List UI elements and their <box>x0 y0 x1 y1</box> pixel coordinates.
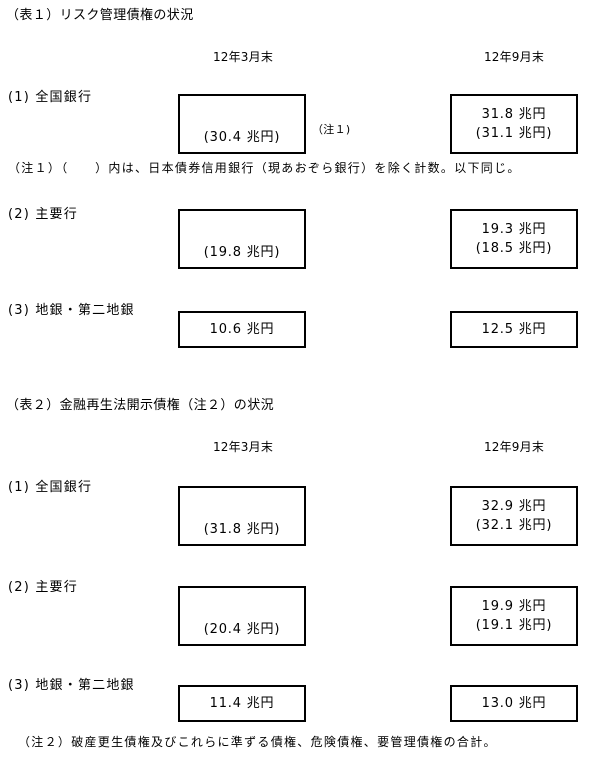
table-2-row-2-cell-1: (20.4 兆円) <box>178 586 306 646</box>
value-paren: (18.5 兆円) <box>475 241 553 256</box>
value-primary: 11.4 兆円 <box>209 696 275 711</box>
table-2-note: （注２）破産更生債権及びこれらに準ずる債権、危険債権、要管理債権の合計。 <box>18 735 497 749</box>
table-1-row-3-cell-1: 10.6 兆円 <box>178 311 306 348</box>
table-1-row-1-label: (1) 全国銀行 <box>8 90 93 105</box>
table-2-row-3-cell-2: 13.0 兆円 <box>450 685 578 722</box>
table-1-note: （注１）（ ）内は、日本債券信用銀行（現あおぞら銀行）を除く計数。以下同じ。 <box>8 161 521 175</box>
value-primary: 19.9 兆円 <box>481 599 547 614</box>
table-1-row-1-side-note: （注１) <box>312 123 351 136</box>
table-2-row-2-label: (2) 主要行 <box>8 580 78 595</box>
value-primary: 12.5 兆円 <box>481 322 547 337</box>
table-2-column-header-2: 12年9月末 <box>483 440 545 454</box>
table-1-column-header-2: 12年9月末 <box>483 50 545 64</box>
table-1-row-3-label: (3) 地銀・第二地銀 <box>8 303 135 318</box>
table-2-row-1-cell-1: (31.8 兆円) <box>178 486 306 546</box>
table-1-row-2-cell-1: (19.8 兆円) <box>178 209 306 269</box>
table-2-row-3-label: (3) 地銀・第二地銀 <box>8 678 135 693</box>
table-2-title: （表２）金融再生法開示債権（注２）の状況 <box>6 398 275 413</box>
table-1-row-1-cell-2: 31.8 兆円 (31.1 兆円) <box>450 94 578 154</box>
value-paren: (31.1 兆円) <box>475 126 553 141</box>
table-2-row-2-cell-2: 19.9 兆円 (19.1 兆円) <box>450 586 578 646</box>
value-primary: 13.0 兆円 <box>481 696 547 711</box>
table-1-row-2-cell-2: 19.3 兆円 (18.5 兆円) <box>450 209 578 269</box>
table-2-row-1-label: (1) 全国銀行 <box>8 480 93 495</box>
table-2-column-header-1: 12年3月末 <box>212 440 274 454</box>
value-primary: 19.3 兆円 <box>481 222 547 237</box>
table-2-row-3-cell-1: 11.4 兆円 <box>178 685 306 722</box>
value-paren: (30.4 兆円) <box>203 130 281 145</box>
table-1-title: （表１）リスク管理債権の状況 <box>6 8 194 23</box>
table-1-row-2-label: (2) 主要行 <box>8 207 78 222</box>
value-paren: (20.4 兆円) <box>203 622 281 637</box>
table-2-row-1-cell-2: 32.9 兆円 (32.1 兆円) <box>450 486 578 546</box>
table-1-row-1-cell-1: (30.4 兆円) <box>178 94 306 154</box>
value-paren: (32.1 兆円) <box>475 518 553 533</box>
value-primary: 10.6 兆円 <box>209 322 275 337</box>
value-paren: (19.8 兆円) <box>203 245 281 260</box>
value-paren: (31.8 兆円) <box>203 522 281 537</box>
value-paren: (19.1 兆円) <box>475 618 553 633</box>
table-1-row-3-cell-2: 12.5 兆円 <box>450 311 578 348</box>
table-1-column-header-1: 12年3月末 <box>212 50 274 64</box>
value-primary: 31.8 兆円 <box>481 107 547 122</box>
value-primary: 32.9 兆円 <box>481 499 547 514</box>
